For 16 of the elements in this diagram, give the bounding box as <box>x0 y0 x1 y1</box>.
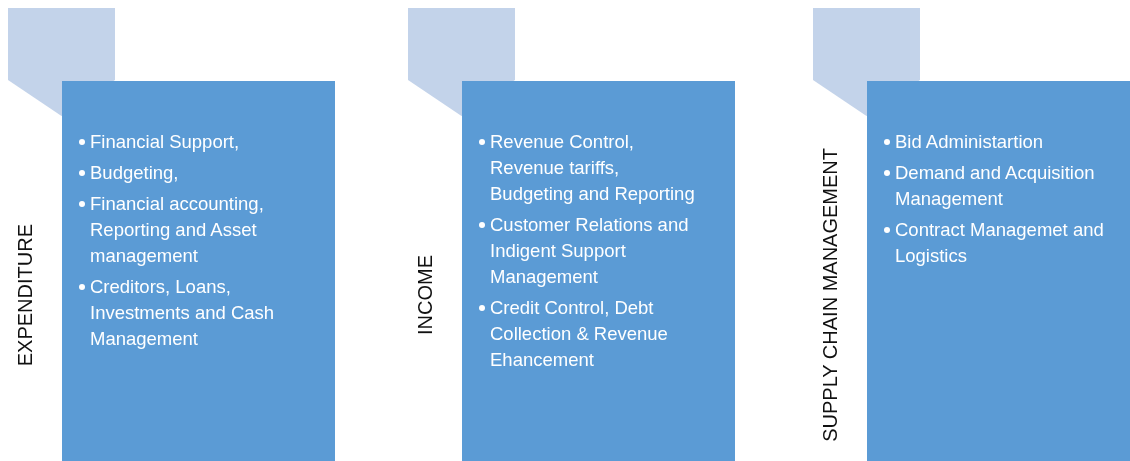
category-heading: EXPENDITURE <box>13 223 37 367</box>
bullet-item: Budgeting, <box>90 161 180 185</box>
bullet-item: Customer Relations and Indigent Support Management <box>490 213 690 289</box>
bullet-item: Revenue Control, Revenue tariffs, Budgeting and Reporting <box>490 130 696 206</box>
bullet-item: Creditors, Loans, Investments and Cash Management <box>90 275 276 351</box>
bullet-item: Financial accounting, Reporting and Asset management <box>90 192 265 268</box>
bullet-item: Credit Control, Debt Collection & Revenue Ehancement <box>490 296 669 372</box>
bullet-item: Financial Support, <box>90 130 241 154</box>
content-panel <box>867 81 1130 461</box>
bullet-item: Demand and Acquisition Management <box>895 161 1096 211</box>
category-heading: SUPPLY CHAIN MANAGEMENT <box>818 148 842 442</box>
bullet-item: Bid Administartion <box>895 130 1045 154</box>
content-panel <box>62 81 335 461</box>
content-panel <box>462 81 735 461</box>
category-heading: INCOME <box>413 255 437 335</box>
bullet-item: Contract Managemet and Logistics <box>895 218 1105 268</box>
